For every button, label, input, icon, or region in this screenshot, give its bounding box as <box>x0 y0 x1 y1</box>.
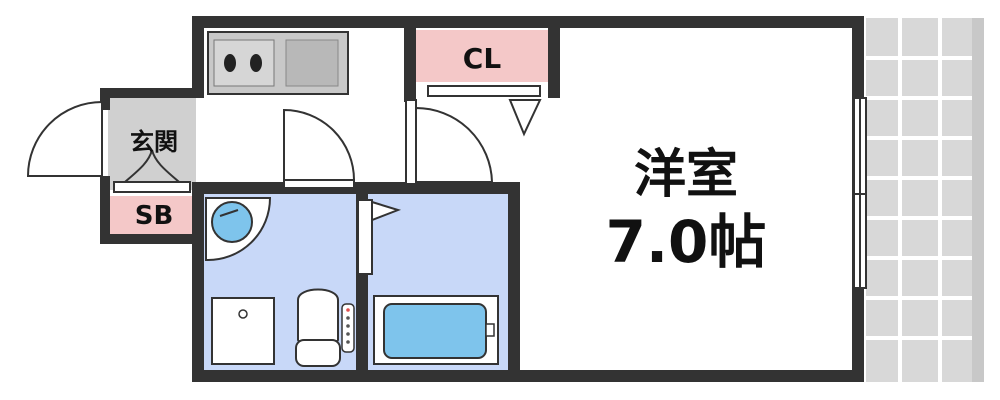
washbasin <box>205 197 272 262</box>
closet <box>412 30 548 82</box>
bathtub <box>373 295 499 365</box>
shoe-box <box>108 196 196 234</box>
shoe-box-label: SB <box>135 201 174 231</box>
closet-label: CL <box>463 42 502 75</box>
entrance-label: 玄関 <box>130 128 178 156</box>
front-door <box>26 100 103 177</box>
toilet <box>295 288 355 367</box>
entrance-step <box>113 149 191 193</box>
entrance-floor <box>108 98 196 190</box>
washroom-door <box>283 108 356 189</box>
balcony <box>866 18 984 382</box>
room-size-label: 7.0帖 <box>606 208 767 276</box>
kitchen-counter <box>207 31 349 95</box>
window <box>853 97 867 289</box>
room-door <box>405 99 494 185</box>
bath-door <box>357 199 402 275</box>
washing-machine-pan <box>211 297 275 365</box>
room-name-label: 洋室 <box>634 145 738 205</box>
closet-rail <box>427 85 541 97</box>
closet-door-marker <box>508 99 542 137</box>
